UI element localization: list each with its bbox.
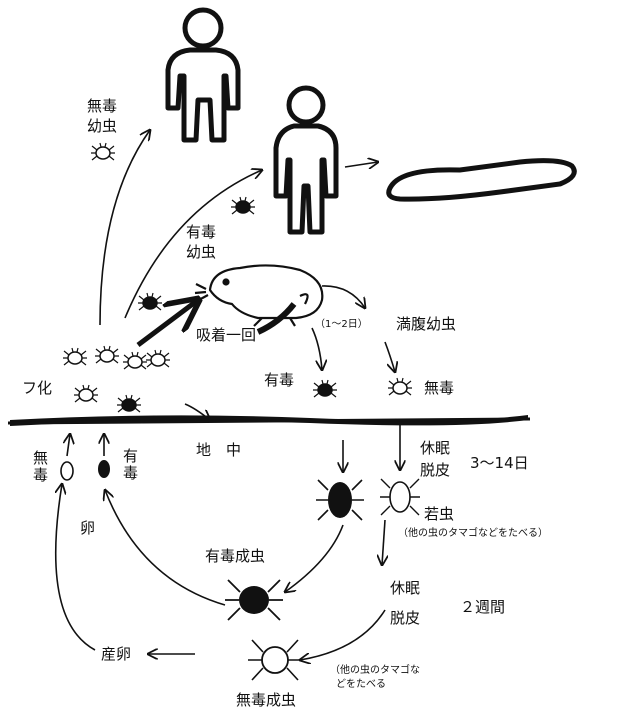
label-yuudoku-mid: 有毒 [264,371,295,389]
label-manpuku: 満腹幼虫 [396,315,457,333]
label-yuudoku-youchuu-1: 有毒 [186,223,217,241]
label-muudoku-youchuu-1: 無毒 [87,97,118,115]
label-dappi-2: 脱皮 [390,609,421,627]
label-egg-muudoku: 無毒 [31,450,49,484]
mite-icon [94,345,120,364]
label-kyuumin-1: 休眠 [420,439,451,457]
label-dappi-1: 脱皮 [420,461,451,479]
carcass-icon [386,158,577,202]
mite-icon [145,349,171,368]
mite-icon [73,384,99,403]
egg-icon [60,461,74,481]
mite-icon [248,639,302,681]
label-muudoku-mid: 無毒 [424,379,455,397]
label-sanran: 産卵 [101,645,132,663]
label-chichuu: 地 中 [196,441,242,459]
human-adult-icon [165,7,241,143]
mite-icon [137,292,163,311]
label-yuudoku-seichuu: 有毒成虫 [205,547,266,565]
mite-icon [316,479,364,521]
egg-icon [98,460,110,478]
rat-icon [194,264,324,327]
mite-icon [312,379,338,398]
label-kyuumin-2: 休眠 [390,579,421,597]
mite-icon [116,394,142,413]
mite-icon [90,142,116,161]
label-muudoku-youchuu-2: 幼虫 [87,117,118,135]
label-egg-yuudoku: 有毒 [121,448,139,482]
mite-icon [387,377,413,396]
mite-icon [380,478,420,516]
label-yuudoku-youchuu-2: 幼虫 [186,243,217,261]
label-tamago: 卵 [80,519,96,537]
label-weeks: ２週間 [460,598,506,616]
label-muudoku-seichuu: 無毒成虫 [236,691,297,709]
mite-icon [230,196,256,215]
label-fuka: フ化 [22,379,53,397]
label-adult-note-2: どをたべる [336,679,386,690]
mite-icon [122,351,148,370]
mite-icon [225,579,283,621]
cycle-arrows [56,130,400,660]
label-manpuku-days: （1～2日） [315,319,368,330]
mite-icon [62,347,88,366]
label-jakuchuu-note: （他の虫のタマゴなどをたべる） [398,528,548,539]
label-kyuuchaku: 吸着一回 [196,326,257,344]
label-jakuchuu: 若虫 [424,505,455,523]
label-days: 3～14日 [470,454,529,472]
label-adult-note-1: （他の虫のタマゴな [330,665,420,676]
human-child-icon [273,85,339,235]
